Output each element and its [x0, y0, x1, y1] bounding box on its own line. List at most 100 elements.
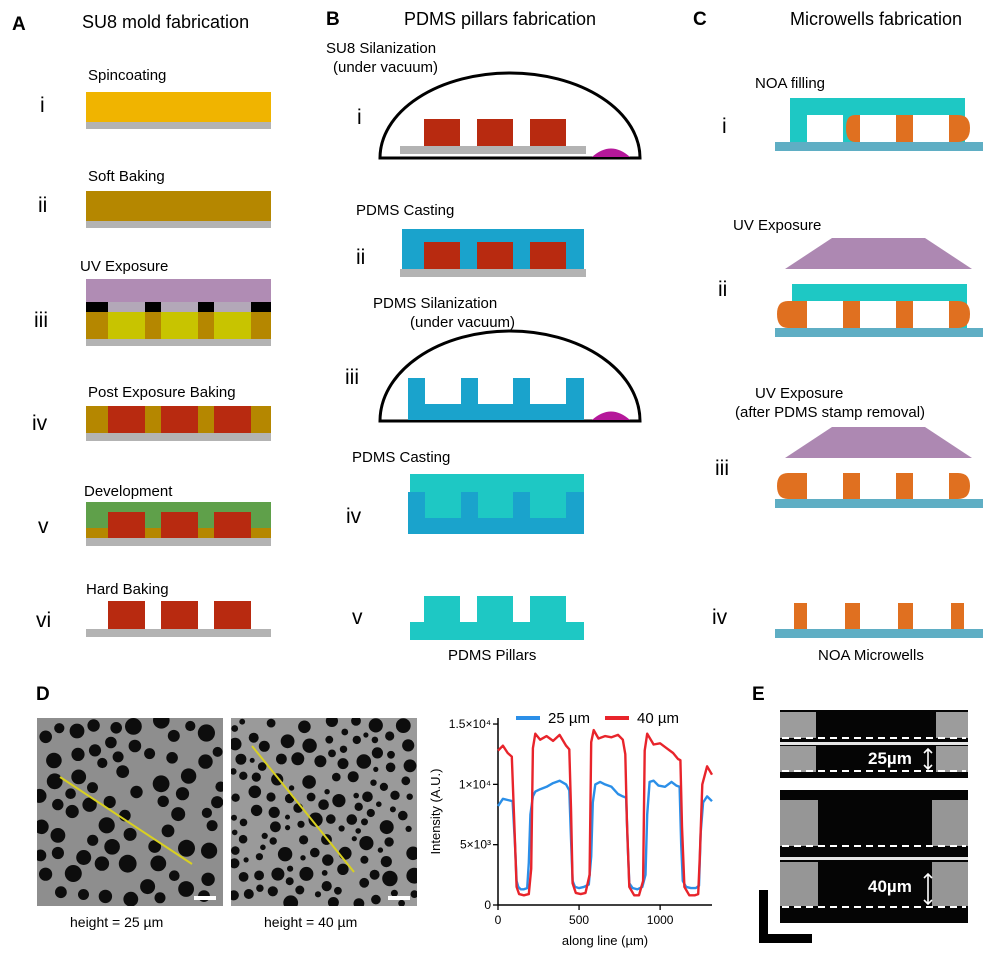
step-a6-diagram — [86, 601, 271, 637]
well-hole — [88, 744, 102, 757]
well-hole — [169, 870, 180, 881]
step-a5-diagram — [86, 502, 271, 546]
well-hole — [321, 881, 332, 892]
well-hole — [46, 752, 62, 769]
cross-section-25um: 25µm — [780, 710, 968, 778]
well-hole — [334, 886, 342, 895]
double-arrow-icon — [923, 872, 933, 906]
well-hole — [87, 719, 100, 732]
well-hole — [94, 856, 110, 871]
step-c2-numeral: ii — [718, 278, 727, 301]
well-hole — [254, 870, 264, 881]
well-hole — [39, 867, 53, 881]
well-hole — [271, 867, 285, 881]
micrograph-25um-caption: height = 25 µm — [70, 914, 163, 930]
well-hole — [360, 855, 369, 864]
scale-bar — [388, 896, 410, 900]
well-hole — [371, 747, 383, 759]
step-b1-label: SU8 Silanization — [326, 40, 436, 57]
panel-b: B PDMS pillars fabrication SU8 Silanizat… — [326, 9, 642, 664]
well-hole — [318, 799, 329, 810]
well-hole — [310, 847, 320, 858]
well-hole — [215, 781, 223, 792]
panel-a: A SU8 mold fabrication i Spincoating ii … — [12, 12, 271, 637]
step-c3-label-line2: (after PDMS stamp removal) — [735, 404, 925, 421]
step-c2-diagram — [775, 238, 983, 337]
well-hole — [398, 899, 405, 906]
well-hole — [166, 752, 178, 764]
well-hole — [231, 737, 242, 751]
well-hole — [332, 794, 346, 808]
well-hole — [376, 801, 382, 807]
well-hole — [78, 889, 89, 900]
step-b5-diagram — [410, 596, 584, 640]
step-b3-numeral: iii — [345, 366, 359, 389]
well-hole — [110, 722, 122, 734]
well-hole — [387, 750, 395, 759]
step-b3-label: PDMS Silanization — [373, 295, 497, 312]
well-hole — [359, 836, 374, 851]
well-hole — [231, 793, 240, 802]
step-a2-numeral: ii — [38, 194, 47, 217]
well-hole — [37, 849, 47, 862]
well-hole — [167, 729, 180, 742]
well-hole — [71, 769, 87, 785]
step-a1-diagram — [86, 92, 271, 129]
well-hole — [373, 766, 379, 773]
well-hole — [103, 795, 116, 809]
well-hole — [130, 785, 143, 799]
well-hole — [269, 837, 277, 845]
step-c1-diagram — [775, 98, 983, 151]
well-hole — [161, 824, 175, 838]
panel-c: C Microwells fabrication NOA filling i U… — [693, 9, 983, 664]
well-hole — [326, 814, 336, 824]
micrograph-40um — [231, 718, 417, 906]
panel-a-letter: A — [12, 14, 26, 35]
step-b1-diagram — [378, 71, 642, 160]
well-hole — [239, 771, 248, 780]
well-hole — [338, 846, 352, 860]
well-hole — [267, 886, 278, 897]
well-hole — [291, 752, 305, 766]
well-hole — [285, 825, 291, 831]
well-hole — [97, 757, 108, 769]
step-c4-diagram — [775, 603, 983, 638]
step-c3-numeral: iii — [715, 457, 729, 480]
well-hole — [238, 834, 248, 844]
step-b3-diagram — [378, 329, 642, 423]
step-b3-label-line2: (under vacuum) — [410, 314, 515, 331]
step-a3-diagram — [86, 279, 271, 346]
well-hole — [46, 773, 63, 790]
well-hole — [55, 886, 67, 899]
height-label-40um: 40µm — [868, 877, 912, 896]
well-hole — [368, 718, 383, 733]
well-hole — [52, 798, 64, 811]
step-b4-diagram — [408, 474, 584, 534]
step-b1-label-line2: (under vacuum) — [333, 59, 438, 76]
well-hole — [355, 828, 362, 834]
well-hole — [314, 755, 327, 768]
panel-b-title: PDMS pillars fabrication — [404, 9, 596, 29]
step-c2-label: UV Exposure — [733, 217, 821, 234]
well-hole — [324, 789, 330, 795]
y-tick-label: 1.5×10⁴ — [449, 717, 491, 731]
well-hole — [65, 788, 76, 799]
well-hole — [325, 718, 338, 727]
well-hole — [235, 753, 247, 765]
well-hole — [180, 768, 197, 784]
scale-bar-l — [759, 890, 812, 943]
well-hole — [256, 884, 264, 892]
x-tick-label: 0 — [495, 913, 502, 927]
step-a6-label: Hard Baking — [86, 581, 169, 598]
cross-section-40um: 40µm — [780, 790, 968, 923]
step-b5-caption: PDMS Pillars — [448, 647, 536, 664]
well-hole — [76, 850, 92, 865]
well-hole — [380, 856, 392, 868]
well-hole — [327, 897, 339, 906]
panel-c-title: Microwells fabrication — [790, 9, 962, 29]
well-hole — [370, 779, 377, 786]
well-hole — [382, 870, 398, 887]
step-b1-numeral: i — [357, 106, 362, 129]
well-hole — [325, 735, 334, 744]
step-b2-label: PDMS Casting — [356, 202, 454, 219]
